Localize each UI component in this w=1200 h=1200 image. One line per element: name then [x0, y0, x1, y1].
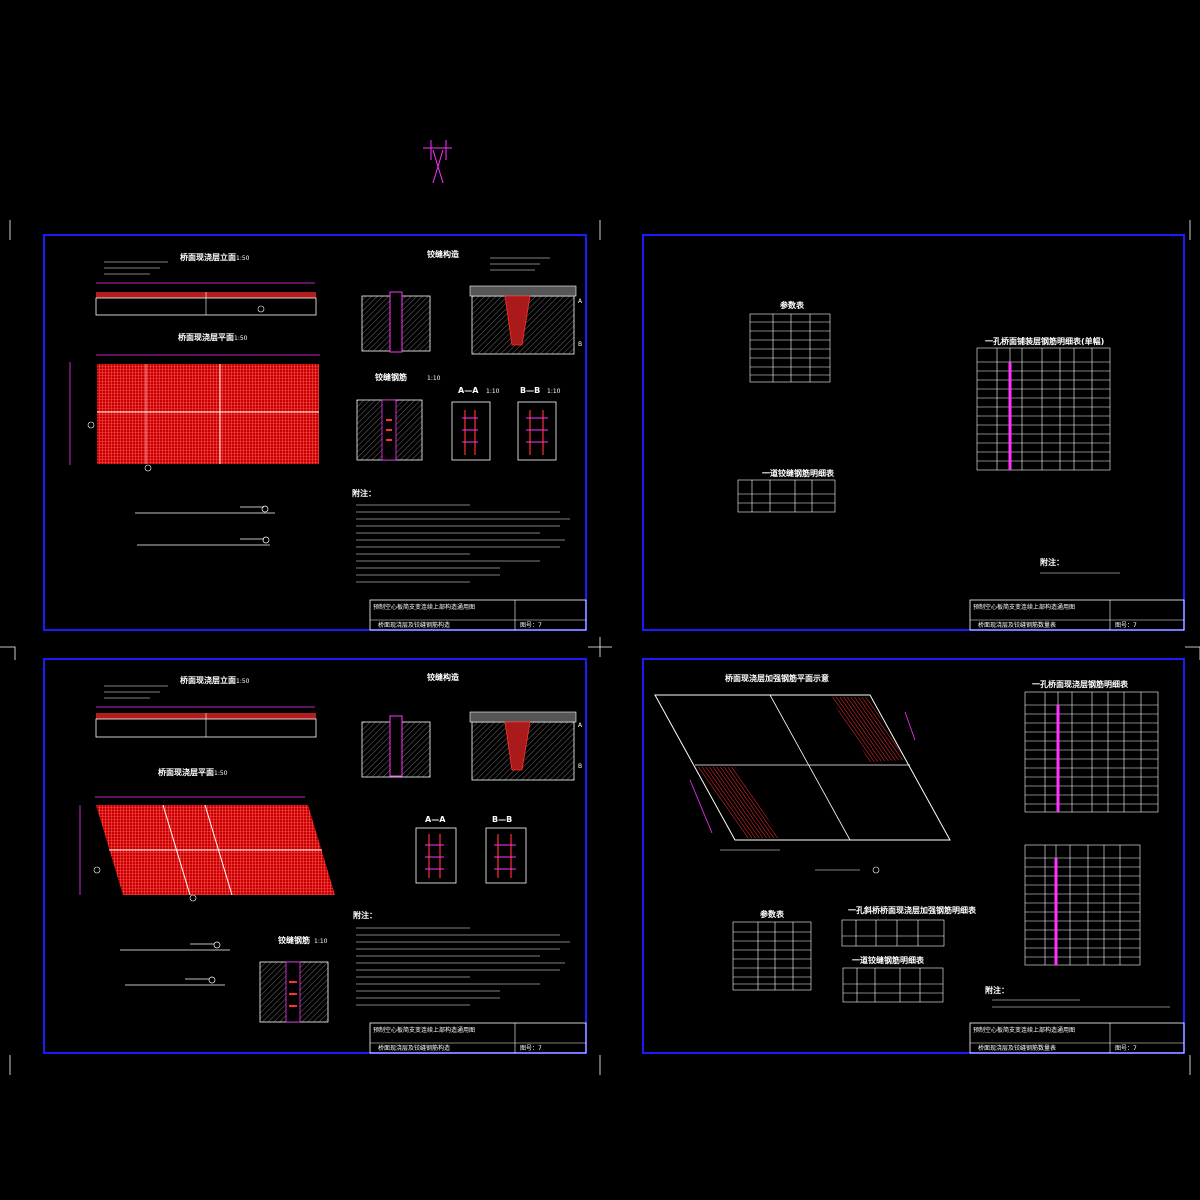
svg-text:1:10: 1:10 [486, 388, 500, 395]
bar-callouts [135, 505, 275, 546]
notes-lines [992, 999, 1170, 1008]
notes-lines [356, 927, 570, 1006]
view-title: 铰缝构造 [427, 249, 459, 259]
elevation-view [95, 685, 317, 738]
title-block: 预制空心板简支变连续上部构造通用图 桥面现浇层及铰缝钢筋构造 图号：7 [369, 1022, 587, 1054]
table-title: 参数表 [779, 300, 805, 310]
notes-heading: 附注： [1040, 557, 1064, 567]
plan-view [69, 354, 320, 472]
skew-rebar-table [841, 919, 945, 947]
bar-callouts [120, 941, 230, 986]
project-title: 预制空心板简支变连续上部构造通用图 [373, 603, 475, 611]
title-block: 预制空心板简支变连续上部构造通用图 桥面现浇层及铰缝钢筋数量表 图号：7 [969, 1022, 1185, 1054]
view-title: 桥面现浇层平面 [158, 767, 214, 777]
table-title: 一孔桥面铺装层钢筋明细表(单幅) [985, 336, 1104, 346]
svg-text:1:10: 1:10 [314, 938, 328, 945]
table-title: 一孔斜桥桥面现浇层加强钢筋明细表 [848, 905, 977, 915]
origin-marker-icon [423, 140, 452, 184]
sheet-number: 图号：7 [520, 1045, 542, 1052]
table-title: 参数表 [759, 909, 785, 919]
sheet-number: 图号：7 [1115, 622, 1137, 629]
drawing-title: 桥面现浇层及铰缝钢筋数量表 [978, 1044, 1056, 1052]
svg-text:1:10: 1:10 [427, 375, 441, 382]
svg-text:B: B [578, 341, 582, 348]
skew-plan-view [79, 796, 335, 902]
notes-heading: 附注： [352, 488, 376, 498]
sheet-number: 图号：7 [520, 622, 542, 629]
sheet-frame [642, 658, 1185, 1054]
project-title: 预制空心板简支变连续上部构造通用图 [973, 1026, 1075, 1034]
svg-text:1:50: 1:50 [234, 335, 248, 342]
svg-text:1:50: 1:50 [236, 678, 250, 685]
section-a-a [451, 401, 491, 461]
drawing-title: 桥面现浇层及铰缝钢筋构造 [378, 621, 450, 629]
view-title: 桥面现浇层立面 [180, 252, 236, 262]
view-title: 铰缝钢筋 [278, 935, 310, 945]
title-block: 预制空心板简支变连续上部构造通用图 桥面现浇层及铰缝钢筋构造 图号：7 [369, 599, 587, 631]
crop-marks [0, 220, 1200, 1075]
view-title: A—A [425, 815, 446, 824]
sheet-frame [642, 234, 1185, 631]
section-b-b [485, 827, 527, 884]
parameter-table [749, 313, 831, 383]
sheet-frame [43, 658, 587, 1054]
sheet-2: 参数表 一孔桥面铺装层钢筋明细表(单幅) 一道铰缝钢筋明细表 附注： 预制空心板… [642, 234, 1185, 631]
deck-rebar-table [976, 347, 1111, 471]
notes-heading: 附注： [985, 985, 1009, 995]
drawing-title: 桥面现浇层及铰缝钢筋构造 [378, 1044, 450, 1052]
view-title: B—B [492, 815, 512, 824]
skew-reinforcement-plan [654, 694, 951, 874]
view-title: 桥面现浇层平面 [178, 332, 234, 342]
svg-text:A: A [578, 722, 583, 729]
view-title: 桥面现浇层立面 [180, 675, 236, 685]
rebar-mesh [97, 364, 319, 464]
joint-detail: A B [361, 257, 583, 355]
project-title: 预制空心板简支变连续上部构造通用图 [373, 1026, 475, 1034]
joint-rebar-table [737, 479, 836, 513]
view-title: A—A [458, 386, 479, 395]
deck-rebar-table-2 [1024, 844, 1141, 966]
elevation-view [95, 261, 317, 316]
sheet-3: 桥面现浇层立面 1:50 铰缝构造 A B 桥面现浇层平面 1:50 [43, 658, 587, 1054]
section-a-a [415, 827, 457, 884]
svg-text:1:50: 1:50 [236, 255, 250, 262]
deck-rebar-table [1024, 691, 1159, 813]
view-title: 桥面现浇层加强钢筋平面示意 [725, 673, 829, 683]
notes-lines [356, 504, 570, 583]
sheet-frame [43, 234, 587, 631]
view-title: 铰缝钢筋 [375, 372, 407, 382]
drawing-title: 桥面现浇层及铰缝钢筋数量表 [978, 621, 1056, 629]
sheet-1: 桥面现浇层立面 1:50 桥面现浇层平面 1:50 [43, 234, 587, 631]
title-block: 预制空心板简支变连续上部构造通用图 桥面现浇层及铰缝钢筋数量表 图号：7 [969, 599, 1185, 631]
joint-detail: A B [361, 711, 583, 781]
notes-heading: 附注： [353, 910, 377, 920]
table-title: 一孔桥面现浇层钢筋明细表 [1032, 679, 1129, 689]
project-title: 预制空心板简支变连续上部构造通用图 [973, 603, 1075, 611]
svg-text:1:50: 1:50 [214, 770, 228, 777]
joint-rebar-detail [259, 961, 329, 1023]
svg-text:1:10: 1:10 [547, 388, 561, 395]
table-title: 一道铰缝钢筋明细表 [762, 468, 835, 478]
table-title: 一道铰缝钢筋明细表 [852, 955, 925, 965]
sheet-4: 桥面现浇层加强钢筋平面示意 一孔桥面现浇层钢筋明细表 参数表 [642, 658, 1185, 1054]
parameter-table [732, 921, 812, 991]
section-b-b [517, 401, 557, 461]
view-title: B—B [520, 386, 540, 395]
joint-rebar-table [842, 967, 944, 1003]
view-title: 铰缝构造 [427, 672, 459, 682]
sheet-number: 图号：7 [1115, 1045, 1137, 1052]
svg-text:A: A [578, 298, 583, 305]
svg-text:B: B [578, 763, 582, 770]
joint-rebar-detail [356, 399, 423, 461]
